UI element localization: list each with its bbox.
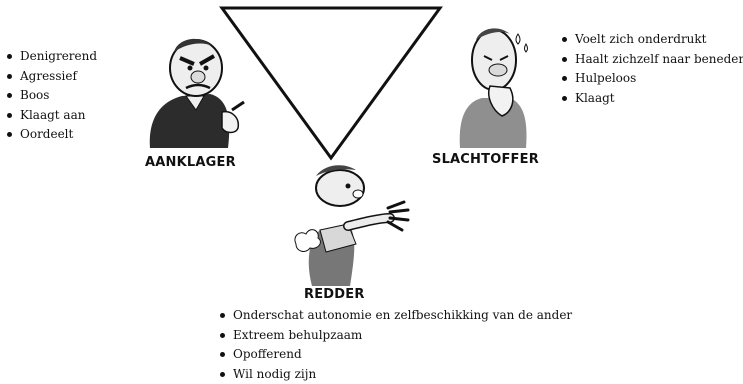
list-item: Onderschat autonomie en zelfbeschikking … — [219, 306, 572, 326]
list-item: Klaagt aan — [6, 106, 97, 126]
slachtoffer-label: SLACHTOFFER — [432, 152, 539, 167]
aanklager-traits: Denigrerend Agressief Boos Klaagt aan Oo… — [6, 47, 97, 145]
list-item: Klaagt — [561, 89, 743, 109]
list-item: Denigrerend — [6, 47, 97, 67]
redder-label: REDDER — [304, 287, 365, 302]
list-item: Extreem behulpzaam — [219, 326, 572, 346]
aanklager-illustration — [140, 30, 250, 152]
redder-illustration — [292, 160, 412, 288]
list-item: Voelt zich onderdrukt — [561, 30, 743, 50]
list-item: Wil nodig zijn — [219, 365, 572, 384]
list-item: Agressief — [6, 67, 97, 87]
slachtoffer-illustration — [452, 20, 542, 150]
redder-traits: Onderschat autonomie en zelfbeschikking … — [219, 306, 572, 384]
aanklager-label: AANKLAGER — [145, 155, 236, 170]
list-item: Boos — [6, 86, 97, 106]
list-item: Hulpeloos — [561, 69, 743, 89]
slachtoffer-traits: Voelt zich onderdrukt Haalt zichzelf naa… — [561, 30, 743, 108]
list-item: Oordeelt — [6, 125, 97, 145]
list-item: Opofferend — [219, 345, 572, 365]
list-item: Haalt zichzelf naar beneden — [561, 50, 743, 70]
